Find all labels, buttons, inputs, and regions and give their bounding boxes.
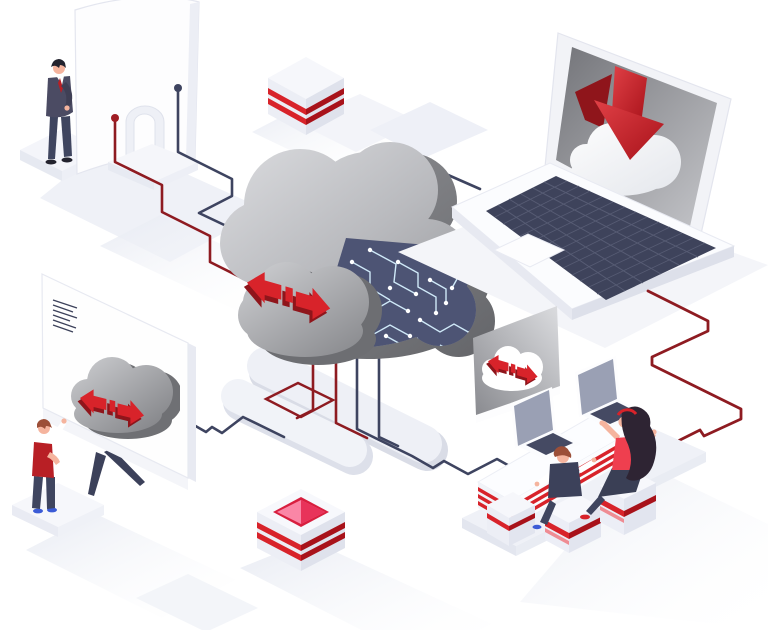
left-wires — [111, 84, 260, 288]
shoe — [532, 524, 542, 530]
vest — [32, 442, 54, 478]
wire-navy-screen — [190, 415, 286, 439]
shoe — [47, 507, 57, 513]
monitor-workstation — [20, 0, 200, 190]
box-stripe — [257, 522, 301, 551]
screen-leg — [104, 448, 145, 486]
storage-box-open — [257, 489, 345, 571]
wire-pin-red — [111, 114, 119, 122]
tie — [58, 78, 63, 93]
cloud-platform — [221, 347, 448, 475]
presenter — [12, 418, 104, 537]
screen-text-lines — [52, 299, 78, 333]
desk-laptop — [511, 387, 581, 460]
arm — [47, 452, 60, 465]
box-stripe — [301, 522, 345, 551]
laptop-touchpad — [492, 233, 566, 268]
cloud-panel — [473, 306, 560, 423]
arm — [601, 421, 620, 441]
shoe — [45, 159, 57, 165]
businessman — [45, 59, 73, 165]
seated-woman — [580, 406, 657, 535]
raised-arm — [46, 421, 66, 447]
wire-red-monitor — [113, 116, 260, 288]
wire-navy-drop — [377, 342, 400, 448]
arm — [578, 459, 596, 473]
server-stripe — [268, 98, 306, 125]
box-stripe — [257, 532, 301, 561]
hair — [51, 59, 66, 68]
shoe — [61, 157, 73, 163]
seated-man — [532, 446, 601, 553]
server-stripe — [306, 98, 344, 125]
box-stripe — [301, 532, 345, 561]
hair — [553, 446, 572, 458]
wire-red-loop — [263, 381, 336, 419]
shoe — [580, 514, 590, 520]
wire-navy-desk — [355, 336, 547, 488]
headphones — [616, 408, 638, 416]
monitor-base — [108, 144, 198, 182]
hair — [621, 406, 657, 481]
screen-leg — [88, 452, 106, 496]
presentation-screen — [41, 273, 196, 496]
wire-pin-navy — [174, 84, 182, 92]
server-stack-top — [268, 57, 344, 135]
vest — [548, 462, 582, 498]
laptop — [398, 32, 768, 348]
server-stripe — [268, 88, 306, 115]
wire-navy-monitor — [176, 86, 260, 243]
hair — [37, 419, 52, 429]
server-stripe — [306, 88, 344, 115]
shoe — [33, 508, 43, 514]
arm — [61, 82, 73, 107]
desk-laptop — [575, 356, 645, 429]
download-arrow-head — [594, 100, 664, 160]
